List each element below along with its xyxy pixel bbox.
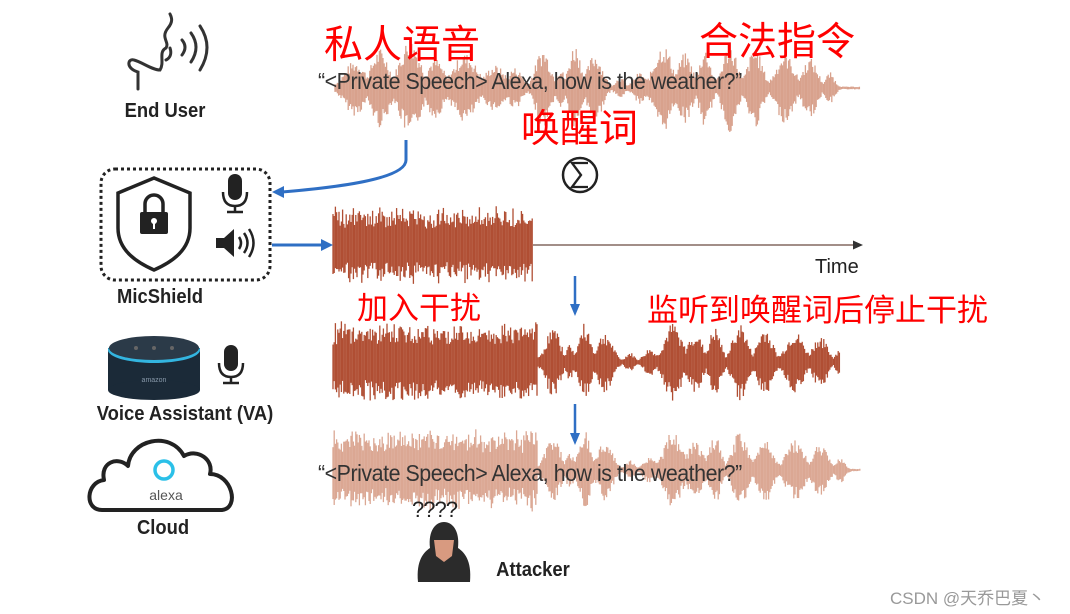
utterance-bottom: “<Private Speech> Alexa, how is the weat… xyxy=(318,460,742,486)
cloud-label: Cloud xyxy=(136,517,190,539)
annotation-legit-command: 合法指令 xyxy=(699,20,856,65)
svg-text:amazon: amazon xyxy=(142,377,167,384)
microphone-icon xyxy=(221,174,249,214)
echo-dot-device-icon: amazon xyxy=(108,336,200,400)
voice-assistant-label: Voice Assistant (VA) xyxy=(96,403,274,425)
flow-arrow-user-to-micshield xyxy=(272,140,408,198)
speaker-icon xyxy=(216,228,255,258)
svg-text:alexa: alexa xyxy=(149,487,183,503)
sum-icon xyxy=(561,156,599,194)
attacker-icon xyxy=(417,522,471,582)
waveform-original-speech xyxy=(334,43,861,132)
confusion-marks: ???? xyxy=(412,497,458,522)
waveform-attacker-view xyxy=(332,429,861,512)
waveform-jamming-noise xyxy=(332,206,533,284)
flow-arrow-down-1 xyxy=(570,276,580,316)
time-axis-label: Time xyxy=(815,256,859,278)
annotation-private-speech: 私人语音 xyxy=(324,23,481,68)
micshield-box xyxy=(99,167,272,282)
flow-arrow-micshield-to-noise xyxy=(272,239,333,251)
speaking-head-icon xyxy=(127,12,209,91)
annotation-wake-word: 唤醒词 xyxy=(521,107,639,152)
utterance-top: “<Private Speech> Alexa, how is the weat… xyxy=(318,68,742,94)
waveform-recorded-by-va xyxy=(332,321,841,401)
attacker-label: Attacker xyxy=(496,559,570,581)
va-microphone-icon xyxy=(217,345,245,385)
time-axis xyxy=(533,240,863,250)
annotation-stop-jamming: 监听到唤醒词后停止干扰 xyxy=(647,293,988,329)
annotation-add-jamming: 加入干扰 xyxy=(357,291,481,327)
micshield-label: MicShield xyxy=(117,286,203,308)
shield-lock-icon xyxy=(116,176,192,272)
end-user-label: End User xyxy=(124,100,206,122)
flow-arrow-down-2 xyxy=(570,404,580,445)
watermark: CSDN @天乔巴夏丶 xyxy=(890,589,1046,608)
alexa-cloud-icon: alexa xyxy=(87,438,234,512)
